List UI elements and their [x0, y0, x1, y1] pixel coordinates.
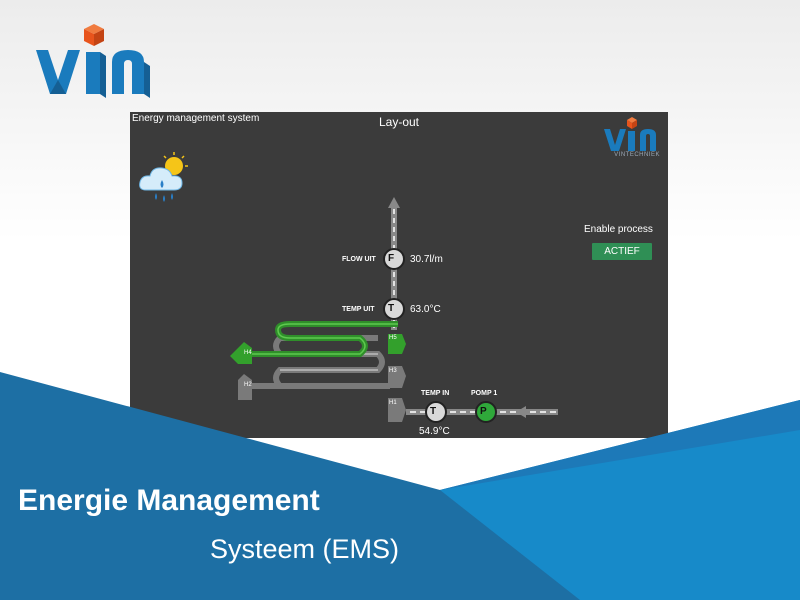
mini-logo-text: VINTECHNIEK: [614, 152, 660, 158]
pump-symbol: P: [480, 406, 487, 417]
inlet-arrow-icon: [516, 406, 526, 418]
flow-symbol: F: [388, 253, 395, 264]
cloud-rain-sun-icon: [139, 152, 188, 202]
outlet-arrow-icon: [388, 197, 400, 208]
h5-label: H5: [389, 335, 397, 341]
enable-process-label: Enable process: [584, 224, 653, 235]
temp-in-value: 54.9°C: [419, 426, 450, 437]
hx-h4[interactable]: [230, 342, 252, 364]
h3-label: H3: [389, 368, 397, 374]
flow-uit-value: 30.7l/m: [410, 254, 443, 265]
h4-label: H4: [244, 350, 252, 356]
temp-out-sensor[interactable]: [383, 298, 405, 320]
pomp-label: POMP 1: [471, 390, 498, 397]
hx-h1[interactable]: [388, 398, 406, 422]
h1-label: H1: [389, 400, 397, 406]
headline-title: Energie Management: [18, 484, 320, 517]
flow-sensor[interactable]: [383, 248, 405, 270]
process-diagram: [230, 197, 558, 423]
temp-in-sensor[interactable]: [425, 401, 447, 423]
temp-in-label: TEMP IN: [421, 390, 450, 397]
vin-logo-icon: [36, 24, 150, 98]
flow-uit-label: FLOW UIT: [342, 256, 376, 263]
temp-uit-label: TEMP UIT: [342, 306, 375, 313]
vin-logo-small-icon: [604, 117, 656, 151]
h2-label: H2: [244, 382, 252, 388]
hx-h3[interactable]: [388, 366, 406, 388]
process-status-button[interactable]: ACTIEF: [592, 243, 652, 260]
hmi-panel: Energy management system Lay-out VINTECH…: [130, 112, 668, 438]
temp-in-symbol: T: [430, 406, 437, 417]
temp-uit-value: 63.0°C: [410, 304, 441, 315]
temp-out-symbol: T: [388, 303, 395, 314]
panel-title: Energy management system: [132, 113, 260, 124]
heat-exchanger-coil: [248, 321, 398, 389]
layout-title: Lay-out: [378, 115, 420, 129]
headline-subtitle: Systeem (EMS): [210, 534, 400, 564]
pump-1[interactable]: [475, 401, 497, 423]
hx-h5[interactable]: [388, 334, 406, 354]
hx-h2[interactable]: [238, 374, 252, 400]
